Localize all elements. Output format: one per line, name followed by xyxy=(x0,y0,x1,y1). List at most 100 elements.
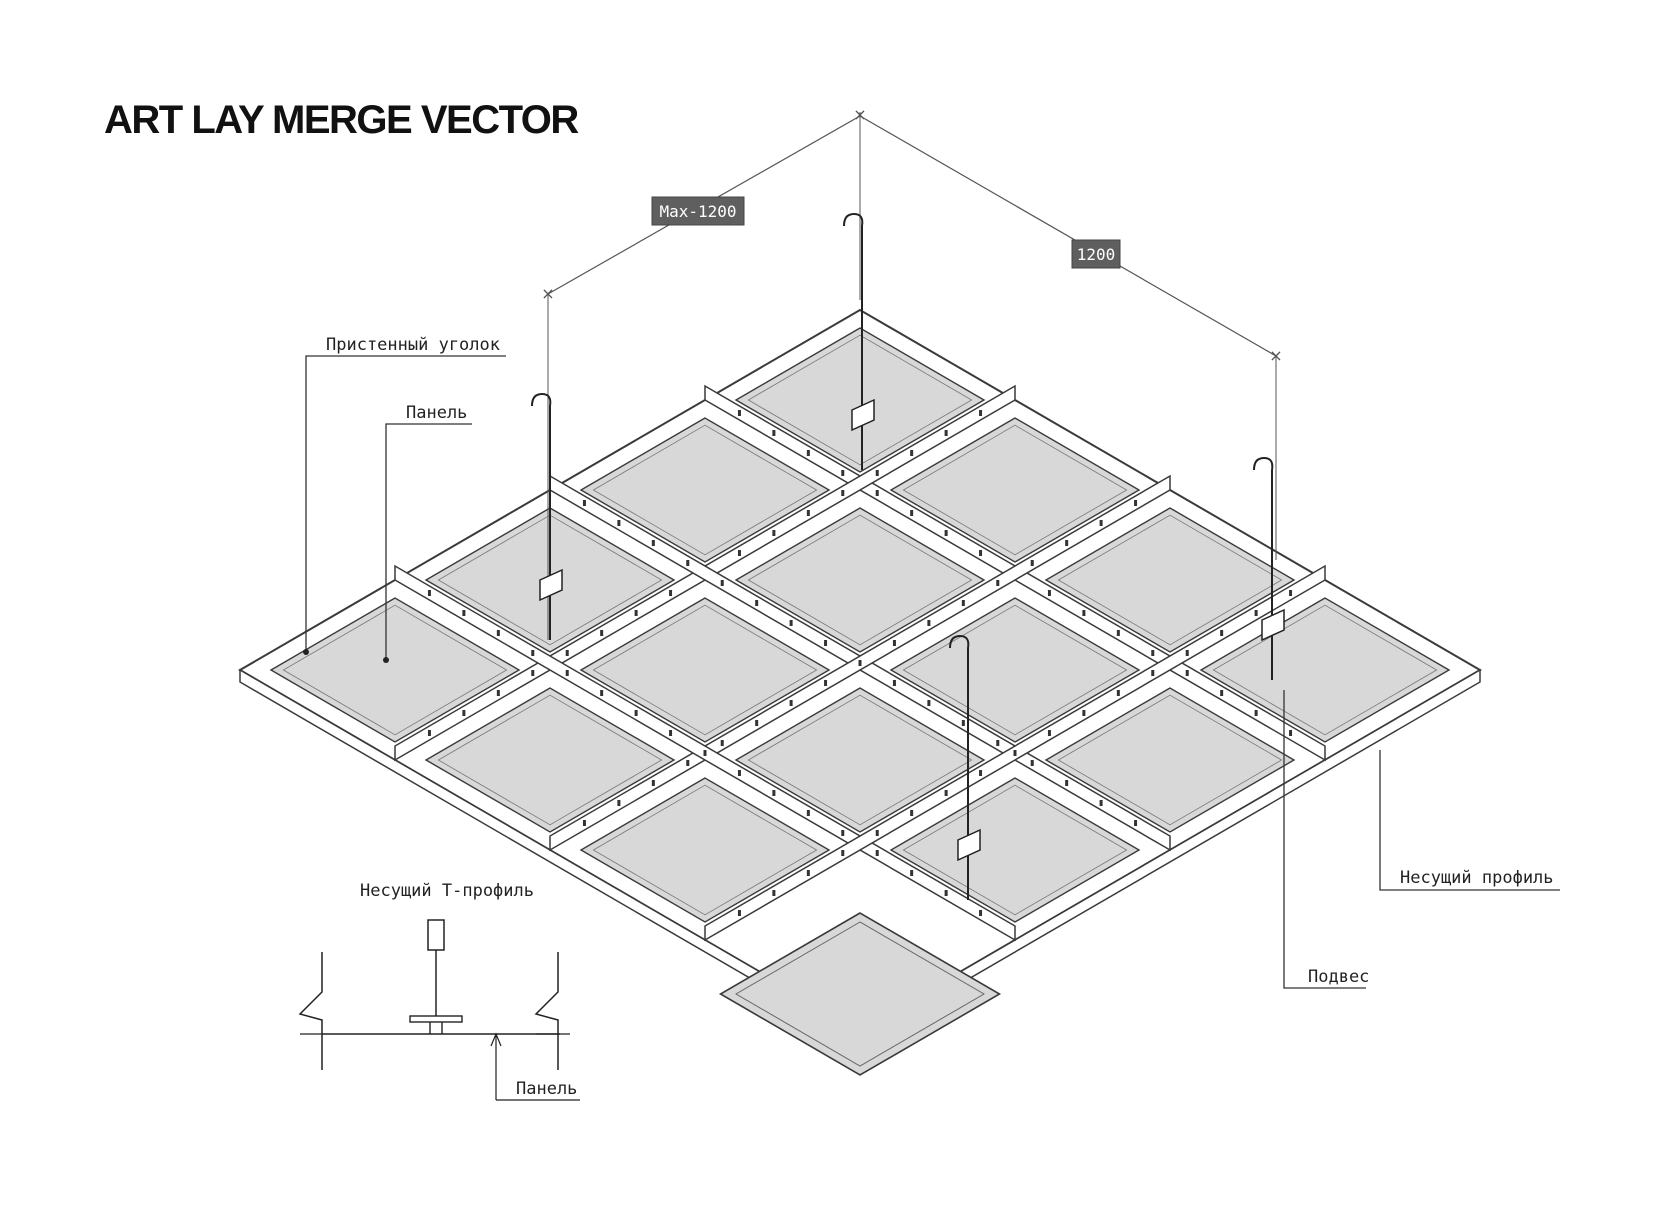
profile-slot xyxy=(720,740,724,746)
profile-slot xyxy=(892,680,896,686)
profile-slot xyxy=(1220,630,1224,636)
profile-slot xyxy=(600,690,604,696)
profile-slot xyxy=(841,470,845,476)
svg-text:×: × xyxy=(541,284,554,303)
label-t-profile: Несущий T-профиль xyxy=(360,881,534,901)
label-panel-top: Панель xyxy=(406,403,467,423)
profile-slot xyxy=(858,660,862,666)
ceiling-panel xyxy=(269,597,521,743)
profile-slot xyxy=(944,890,948,896)
ceiling-panel xyxy=(579,777,831,923)
profile-slot xyxy=(1065,780,1069,786)
profile-slot xyxy=(824,640,828,646)
ceiling-panel xyxy=(1044,687,1296,833)
profile-slot xyxy=(996,580,1000,586)
panel-inner-edge xyxy=(1057,694,1283,826)
profile-slot xyxy=(1151,670,1155,676)
profile-slot xyxy=(651,780,655,786)
hanger-hook xyxy=(531,392,552,407)
profile-slot xyxy=(1185,650,1189,656)
ceiling-panel xyxy=(889,417,1141,563)
ceiling-panel xyxy=(734,687,986,833)
profile-slot xyxy=(772,890,776,896)
profile-slot xyxy=(565,650,569,656)
profile-slot xyxy=(669,730,673,736)
ceiling-panel xyxy=(734,507,986,653)
profile-slot xyxy=(531,650,535,656)
profile-slot xyxy=(737,550,741,556)
hangers xyxy=(531,212,1285,900)
label-carrier-profile: Несущий профиль xyxy=(1400,868,1554,888)
profile-slot xyxy=(651,540,655,546)
profile-slot xyxy=(892,640,896,646)
profile-slot xyxy=(582,500,586,506)
profile-slot xyxy=(927,620,931,626)
profile-slot xyxy=(669,590,673,596)
leader-lines xyxy=(303,355,1560,989)
profile-slot xyxy=(720,580,724,586)
profile-slot xyxy=(910,870,914,876)
panel-inner-edge xyxy=(1212,604,1438,736)
profile-slot xyxy=(961,600,965,606)
profile-slot xyxy=(841,830,845,836)
profile-slot xyxy=(686,760,690,766)
profile-slot xyxy=(1030,760,1034,766)
profile-slot xyxy=(1220,690,1224,696)
profile-slot xyxy=(496,630,500,636)
profile-slot xyxy=(1289,730,1293,736)
panel-inner-edge xyxy=(747,514,973,646)
label-hanger: Подвес xyxy=(1308,967,1369,987)
profile-slot xyxy=(806,510,810,516)
profile-slot xyxy=(875,850,879,856)
hanger-bracket xyxy=(851,398,875,432)
profile-slot xyxy=(1047,590,1051,596)
profile-slot xyxy=(910,510,914,516)
panel-inner-edge xyxy=(902,784,1128,916)
hanger-bracket xyxy=(957,828,981,862)
profile-slot xyxy=(772,530,776,536)
profile-slot xyxy=(496,690,500,696)
profile-slot xyxy=(944,430,948,436)
profile-slot xyxy=(979,410,983,416)
profile-slot xyxy=(979,550,983,556)
profile-slot xyxy=(1047,730,1051,736)
profile-slot xyxy=(961,720,965,726)
profile-slot xyxy=(1116,690,1120,696)
profile-slot xyxy=(927,700,931,706)
panel-inner-edge xyxy=(592,784,818,916)
dimension-badge-span: 1200 xyxy=(1071,239,1121,269)
profile-slot xyxy=(1254,610,1258,616)
profile-slot xyxy=(617,800,621,806)
hanger-hook xyxy=(843,212,864,227)
profile-slot xyxy=(1185,670,1189,676)
panel-inner-edge xyxy=(747,694,973,826)
svg-text:×: × xyxy=(1269,346,1282,365)
dropped-panel-inner-edge xyxy=(735,921,985,1067)
profile-slot xyxy=(979,910,983,916)
profile-slot xyxy=(737,910,741,916)
profile-slot xyxy=(565,670,569,676)
profile-slot xyxy=(1116,630,1120,636)
ceiling-panel xyxy=(889,597,1141,743)
hanger-hook xyxy=(1253,456,1274,471)
profile-slot xyxy=(427,730,431,736)
profile-slot xyxy=(617,520,621,526)
ceiling-panel xyxy=(579,417,831,563)
profile-slot xyxy=(1030,560,1034,566)
profile-slot xyxy=(462,610,466,616)
profile-slot xyxy=(1082,710,1086,716)
profile-slot xyxy=(686,560,690,566)
panel-inner-edge xyxy=(592,604,818,736)
label-panel-bottom: Панель xyxy=(516,1079,577,1099)
diagram-title: ART LAY MERGE VECTOR xyxy=(104,98,579,142)
ceiling-panel xyxy=(579,597,831,743)
profile-slot xyxy=(841,850,845,856)
profile-slot xyxy=(772,790,776,796)
profile-slot xyxy=(944,530,948,536)
profile-slot xyxy=(1134,500,1138,506)
panel-inner-edge xyxy=(902,604,1128,736)
profile-slot xyxy=(1254,710,1258,716)
profile-slot xyxy=(737,770,741,776)
profile-slot xyxy=(1099,800,1103,806)
